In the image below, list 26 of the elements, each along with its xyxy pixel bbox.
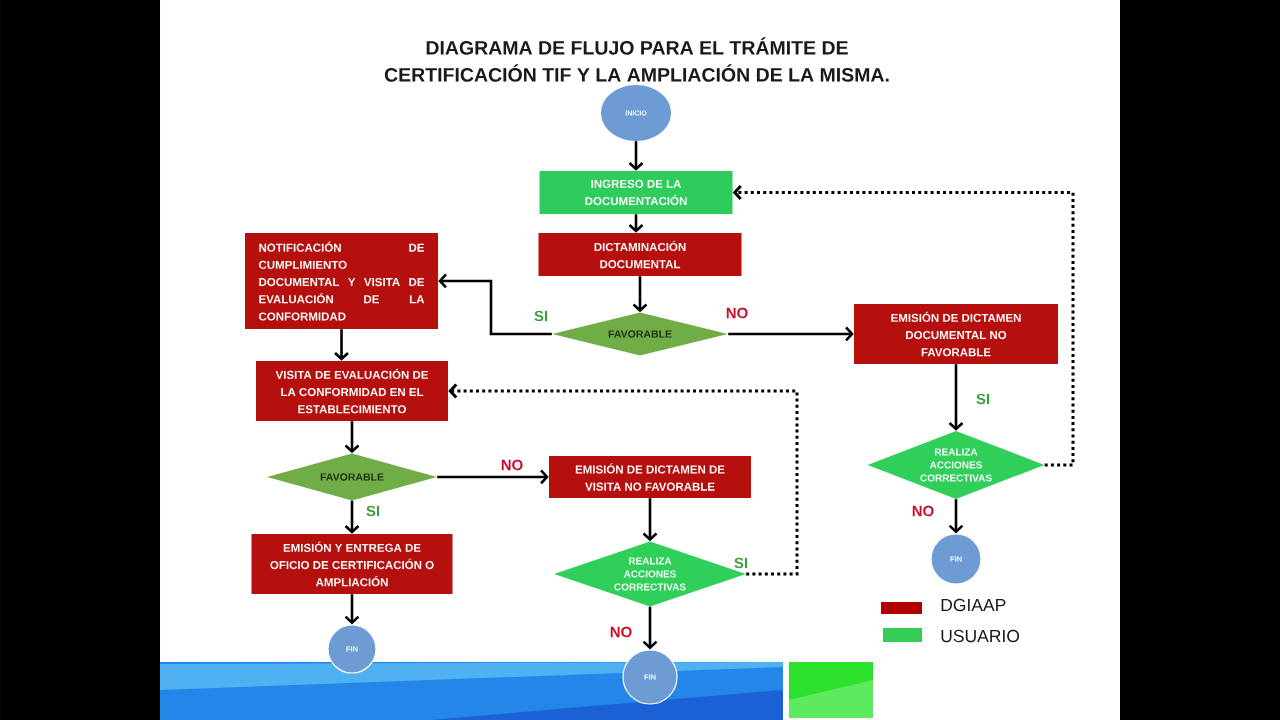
process-box: NOTIFICACIÓN DE CUMPLIMIENTO DOCUMENTAL Y VISITA DE EVALUACIÓN DE LA CONFORMIDAD	[245, 233, 438, 329]
process-box: EMISIÓN DE DICTAMEN DOCUMENTAL NO FAVORABLE	[854, 304, 1058, 364]
arrow	[438, 273, 552, 336]
arrow	[344, 500, 360, 534]
process-box: EMISIÓN DE DICTAMEN DE VISITA NO FAVORABLE	[549, 456, 751, 498]
arrow	[642, 606, 658, 650]
arrow	[632, 276, 648, 313]
legend-label: DGIAAP	[941, 598, 1006, 612]
process-box: INGRESO DE LA DOCUMENTACIÓN	[539, 171, 733, 214]
arrow	[642, 498, 658, 542]
arrow	[628, 214, 644, 233]
dotted-arrow	[732, 184, 1075, 467]
arrow	[344, 421, 360, 454]
legend-label: USUARIO	[941, 629, 1020, 643]
process-box: DICTAMINACIÓN DOCUMENTAL	[538, 233, 742, 276]
process-box: VISITA DE EVALUACIÓN DE LA CONFORMIDAD EN EL ESTABLECIMIENTO	[256, 361, 448, 421]
process-box: EMISIÓN Y ENTREGA DE OFICIO DE CERTIFICACIÓN O AMPLIACIÓN	[251, 534, 453, 594]
arrow	[728, 326, 854, 342]
arrow	[334, 329, 349, 361]
arrow	[628, 141, 644, 171]
arrow	[437, 469, 549, 485]
dotted-arrow	[448, 383, 799, 576]
arrow	[344, 594, 360, 625]
arrow	[948, 364, 964, 431]
arrow	[948, 499, 964, 534]
title: DIAGRAMA DE FLUJO PARA EL TRÁMITE DE CERTIFICACIÓN TIF Y LA AMPLIACIÓN DE LA MISMA.	[384, 37, 889, 82]
